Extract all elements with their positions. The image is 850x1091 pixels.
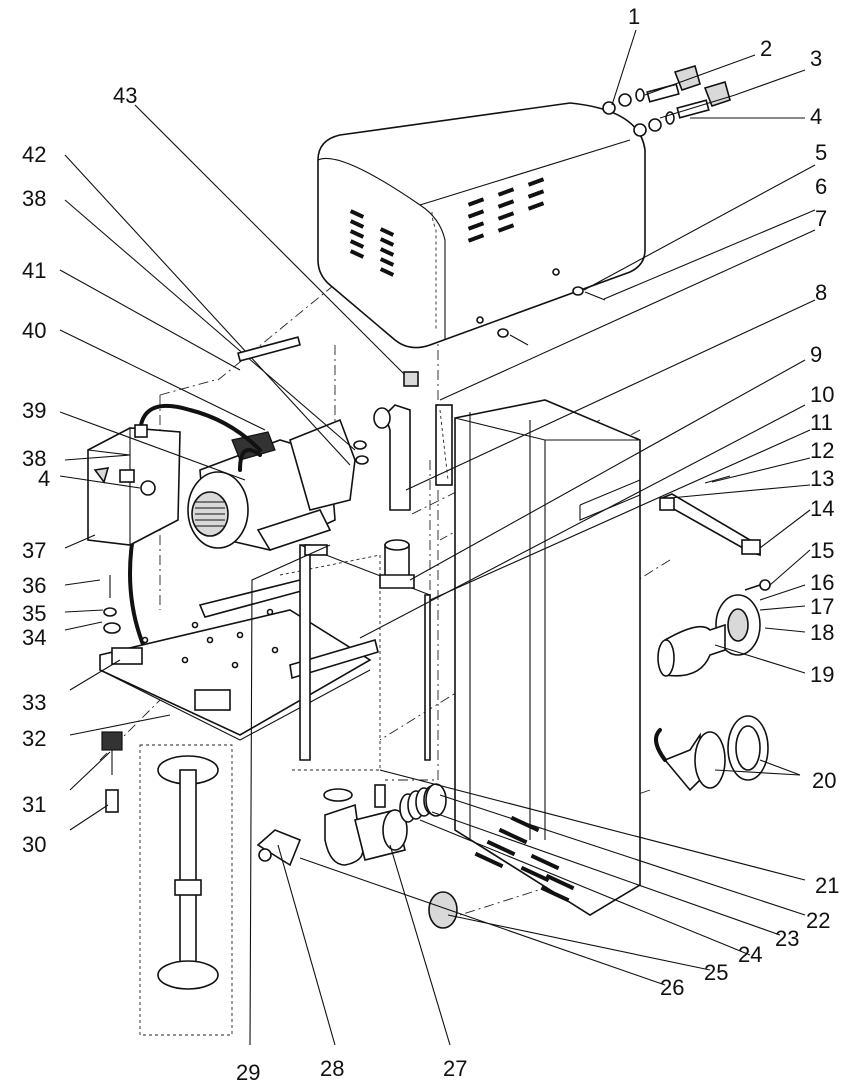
- switch-box: [87, 424, 181, 546]
- callout-13: 13: [810, 466, 834, 491]
- callout-41: 41: [22, 258, 46, 283]
- cover-vents-left: [349, 209, 395, 277]
- callout-15: 15: [810, 538, 834, 563]
- flange-assembly: [715, 579, 771, 656]
- callout-26: 26: [660, 975, 684, 1000]
- callout-1: 1: [628, 4, 640, 29]
- callout-11: 11: [810, 410, 833, 435]
- bracket: [659, 493, 761, 557]
- callout-27: 27: [443, 1056, 467, 1081]
- callout-34: 34: [22, 625, 46, 650]
- pipe-elbow: [373, 404, 411, 511]
- callout-18: 18: [810, 620, 834, 645]
- callout-37: 37: [22, 538, 46, 563]
- screw-12: [704, 475, 731, 484]
- callout-6: 6: [815, 174, 827, 199]
- power-cable: [138, 404, 262, 452]
- callout-12: 12: [810, 438, 834, 463]
- callout-17: 17: [810, 594, 834, 619]
- callout-9: 9: [810, 342, 822, 367]
- heater: [654, 715, 769, 792]
- callout-24: 24: [738, 942, 762, 967]
- cover-vents-front: [467, 177, 545, 243]
- nozzle: [657, 623, 726, 677]
- callout-21: 21: [815, 873, 839, 898]
- callout-25: 25: [704, 960, 728, 985]
- callout-30: 30: [22, 832, 46, 857]
- callout-23: 23: [775, 926, 799, 951]
- callout-35: 35: [22, 601, 46, 626]
- callout-10: 10: [810, 382, 834, 407]
- callout-39: 39: [22, 398, 46, 423]
- callout-20: 20: [812, 768, 836, 793]
- misc-small-parts: [103, 336, 419, 634]
- cover-screws: [497, 286, 606, 346]
- callout-5: 5: [815, 140, 827, 165]
- callout-36: 36: [22, 573, 46, 598]
- foot-parts: [101, 731, 123, 813]
- callout-33: 33: [22, 690, 46, 715]
- callout-42: 42: [22, 142, 46, 167]
- callout-38-upper: 38: [22, 186, 46, 211]
- callout-19: 19: [810, 662, 834, 687]
- hose-fittings: [602, 64, 731, 137]
- lock-nut: [428, 891, 458, 929]
- callout-16: 16: [810, 570, 834, 595]
- coupler: [379, 539, 415, 589]
- callout-labels: 1 2 3 4 5 6 7 8 9 10 11 12 13 14 15 16 1…: [22, 4, 839, 1085]
- tank-vents: [474, 815, 575, 903]
- leader-lines: [59, 29, 816, 1046]
- callout-43: 43: [113, 83, 137, 108]
- callout-38-lower: 38: [22, 446, 46, 471]
- callout-4: 4: [810, 104, 822, 129]
- callout-3: 3: [810, 46, 822, 71]
- callout-7: 7: [815, 206, 827, 231]
- callout-8: 8: [815, 280, 827, 305]
- callout-31: 31: [22, 792, 46, 817]
- callout-40: 40: [22, 318, 46, 343]
- callout-2: 2: [760, 36, 772, 61]
- callout-28: 28: [320, 1056, 344, 1081]
- callout-29: 29: [236, 1060, 260, 1085]
- support-column: [157, 755, 219, 990]
- pump-motor: [187, 418, 356, 551]
- callout-22: 22: [806, 908, 830, 933]
- filter-rod: [435, 404, 453, 486]
- callout-14: 14: [810, 496, 834, 521]
- pump-housing: [323, 784, 408, 866]
- callout-32: 32: [22, 726, 46, 751]
- tank-cabinet: [454, 399, 641, 916]
- cover-hood: [317, 102, 646, 349]
- callout-4-left: 4: [38, 466, 50, 491]
- spring-seals: [399, 783, 447, 823]
